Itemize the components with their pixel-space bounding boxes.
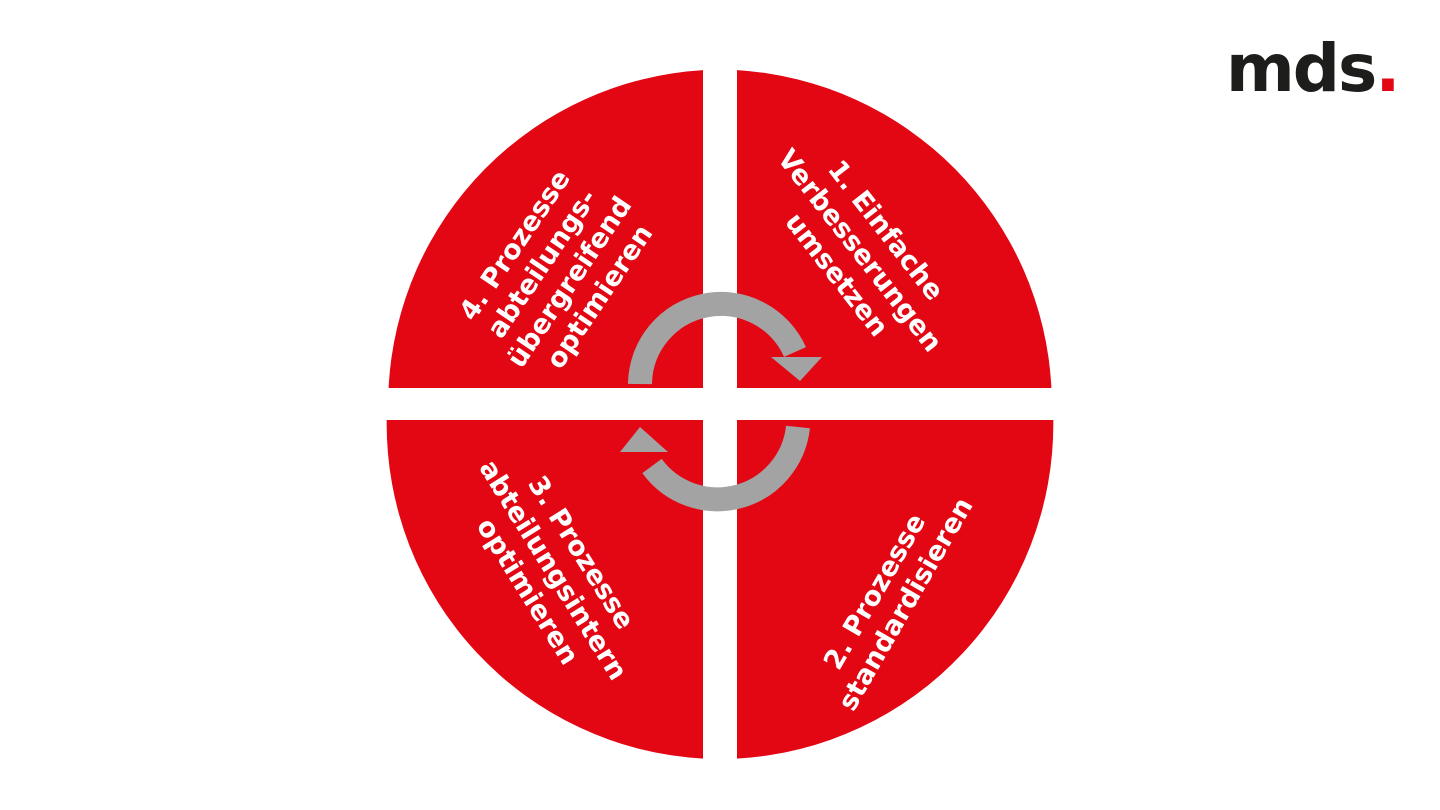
logo-dot: . <box>1375 30 1400 107</box>
arrow-upper-head <box>771 357 822 381</box>
segment-q2 <box>737 420 1054 759</box>
mds-logo: mds. <box>1226 36 1400 102</box>
segment-q1 <box>737 70 1052 388</box>
cycle-arrows-icon <box>628 291 810 512</box>
segment-q4 <box>388 70 703 388</box>
segment-q3 <box>386 420 703 759</box>
arrow-upper-arc <box>628 291 806 385</box>
arrow-lower-arc <box>642 425 810 512</box>
arrow-lower-head <box>620 427 668 452</box>
logo-text: mds <box>1226 30 1377 107</box>
quadrant-4-label: 4. Prozesse abteilungs- übergreifend opt… <box>447 146 671 391</box>
